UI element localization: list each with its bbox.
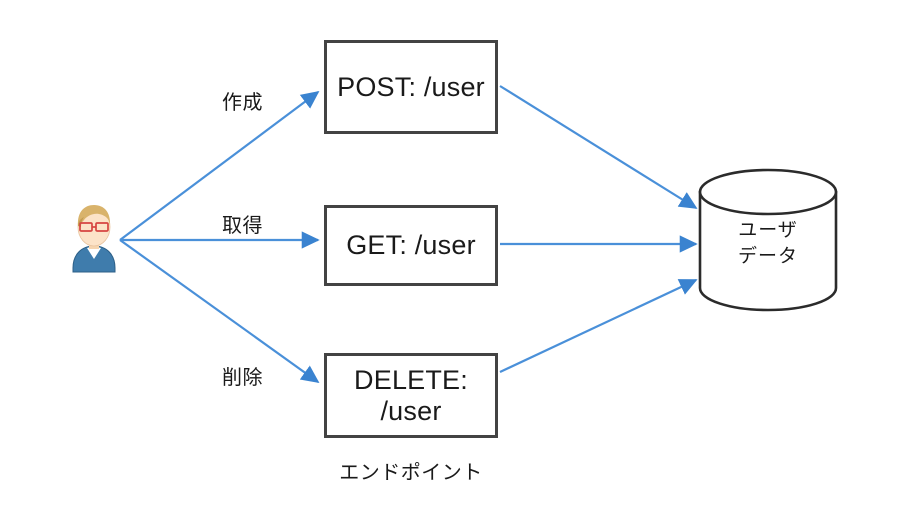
endpoint-label-delete: DELETE: /user xyxy=(354,365,468,426)
arrow-delete-to-datastore xyxy=(499,279,698,373)
endpoints-caption: エンドポイント xyxy=(339,462,483,484)
endpoint-box-post[interactable]: POST: /user xyxy=(324,40,498,134)
arrow-user-to-post xyxy=(119,90,320,241)
datastore-cylinder xyxy=(698,168,838,312)
edge-label-create: 作成 xyxy=(222,92,263,114)
arrow-user-to-delete xyxy=(119,239,320,384)
endpoint-box-get[interactable]: GET: /user xyxy=(324,205,498,286)
datastore-label: ユーザ データ xyxy=(737,220,798,267)
endpoint-box-delete[interactable]: DELETE: /user xyxy=(324,353,498,438)
edge-label-read: 取得 xyxy=(222,215,263,237)
edge-label-delete: 削除 xyxy=(222,367,263,389)
endpoint-label-get: GET: /user xyxy=(346,230,476,261)
endpoint-label-post: POST: /user xyxy=(337,71,485,102)
user-avatar-icon xyxy=(72,205,116,273)
arrow-post-to-datastore xyxy=(499,85,698,209)
